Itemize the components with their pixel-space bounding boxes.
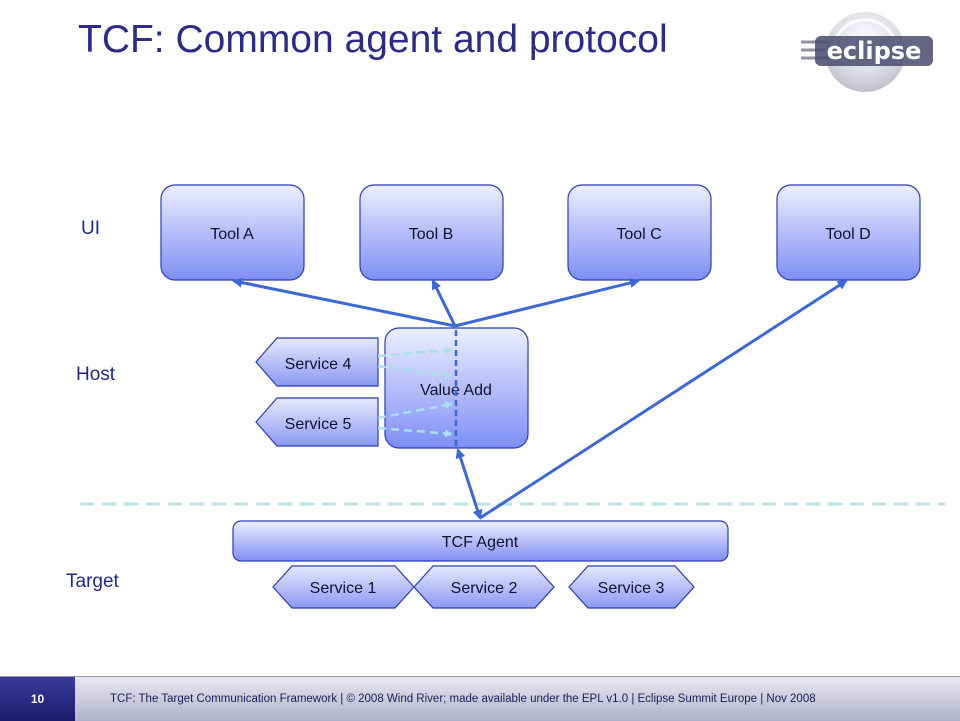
- tool-c-label: Tool C: [616, 226, 661, 243]
- service-4-label: Service 4: [285, 356, 352, 373]
- tool-d-box: Tool D: [776, 184, 921, 281]
- layer-label-target: Target: [66, 571, 120, 592]
- service-3-hexagon: Service 3: [568, 565, 695, 609]
- eclipse-logo-icon: eclipse: [801, 12, 933, 92]
- tcf-agent-label: TCF Agent: [442, 534, 519, 551]
- service-1-label: Service 1: [310, 580, 377, 597]
- footer-text: TCF: The Target Communication Framework …: [110, 693, 816, 705]
- tool-b-box: Tool B: [359, 184, 504, 281]
- service-5-label: Service 5: [285, 416, 352, 433]
- service-3-label: Service 3: [598, 580, 665, 597]
- logo-text: eclipse: [827, 37, 922, 65]
- service-2-hexagon: Service 2: [413, 565, 555, 609]
- service-2-label: Service 2: [451, 580, 518, 597]
- tcf-agent-box: TCF Agent: [232, 520, 729, 562]
- footer-bar: 10 TCF: The Target Communication Framewo…: [0, 676, 960, 721]
- service-1-hexagon: Service 1: [272, 565, 415, 609]
- tool-b-label: Tool B: [409, 226, 453, 243]
- page-number-block: [0, 677, 75, 721]
- tool-d-label: Tool D: [825, 226, 870, 243]
- page-number: 10: [30, 692, 45, 706]
- tool-a-label: Tool A: [210, 226, 254, 243]
- tool-c-box: Tool C: [567, 184, 712, 281]
- page-title: TCF: Common agent and protocol: [78, 18, 668, 61]
- service-5-hexagon: Service 5: [255, 397, 379, 447]
- service-4-hexagon: Service 4: [255, 337, 379, 387]
- layer-label-ui: UI: [81, 218, 100, 239]
- tool-connection-arrows: [232, 277, 848, 520]
- tool-a-box: Tool A: [160, 184, 305, 281]
- layer-label-host: Host: [76, 364, 116, 385]
